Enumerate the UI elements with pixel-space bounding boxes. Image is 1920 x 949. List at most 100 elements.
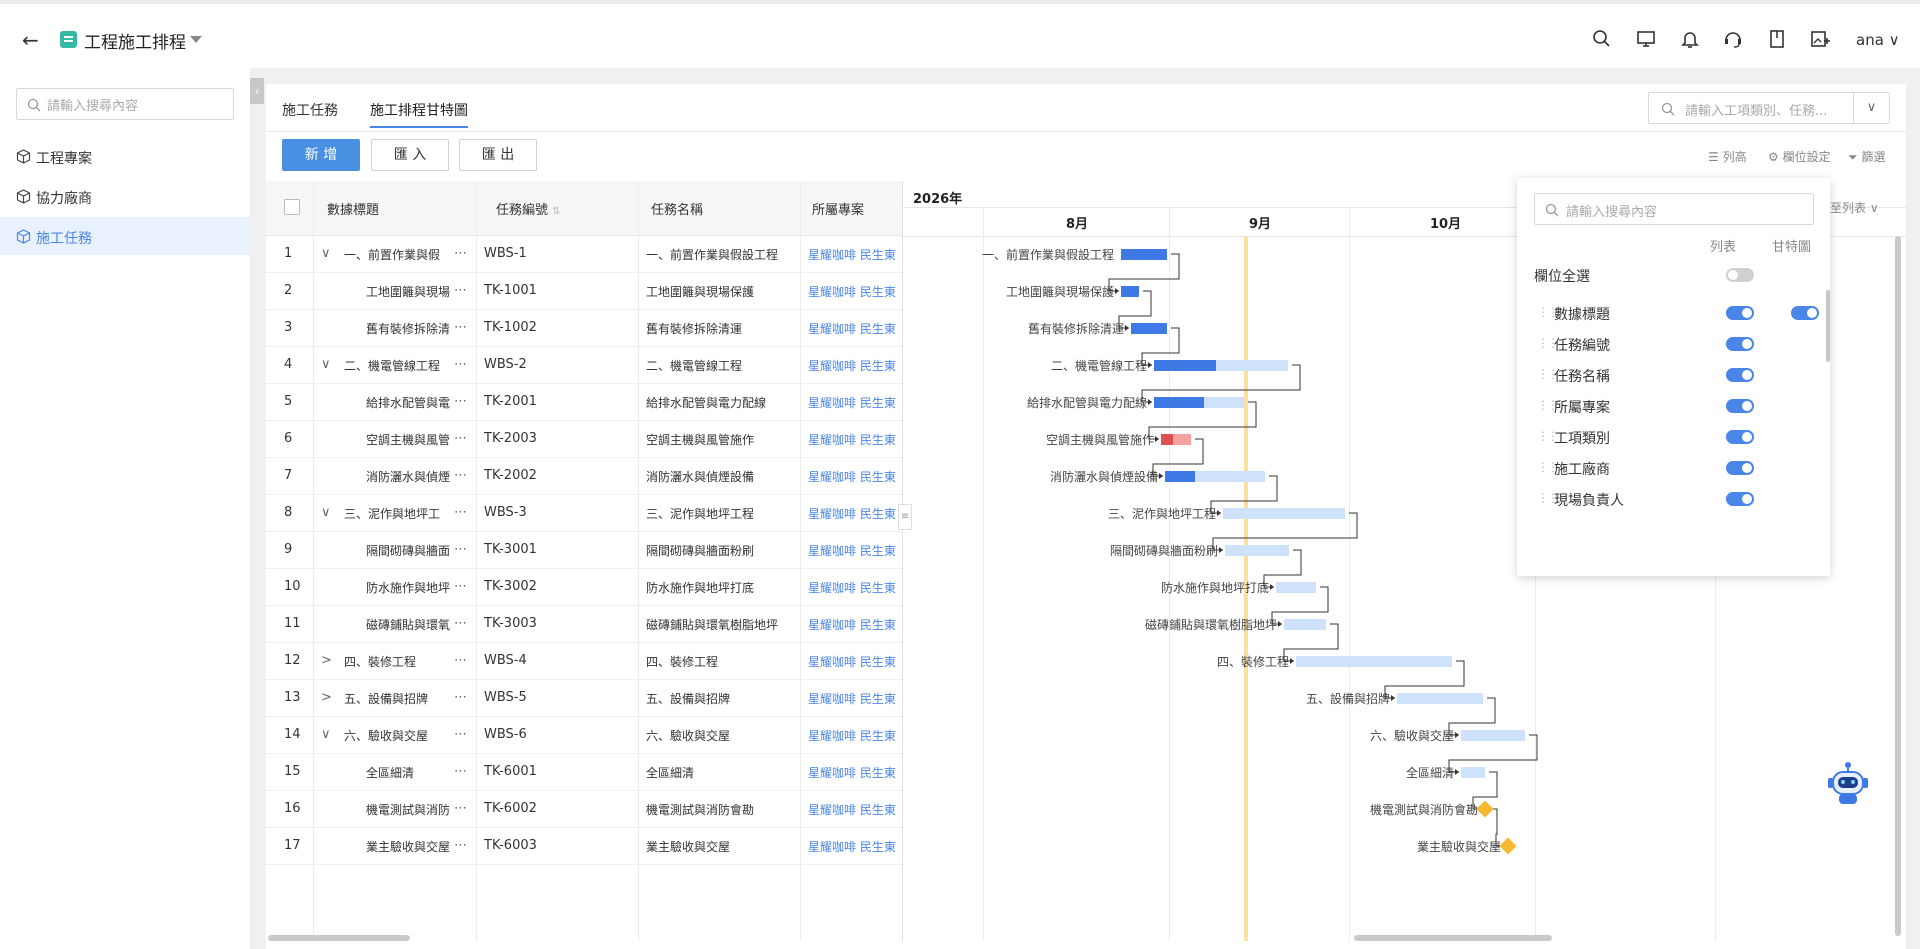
more-icon[interactable]: ⋯ (454, 838, 467, 853)
cell-project-link[interactable]: 星耀咖啡 民生東 (808, 248, 896, 262)
filter-button[interactable]: ⏷ 篩選 (1848, 148, 1885, 165)
more-icon[interactable]: ⋯ (454, 690, 467, 705)
cell-project-link[interactable]: 星耀咖啡 民生東 (808, 507, 896, 521)
select-all-checkbox[interactable] (284, 199, 300, 215)
gantt-bar[interactable] (1284, 619, 1326, 630)
tab-tasks[interactable]: 施工任務 (282, 103, 338, 119)
drag-handle-icon[interactable]: ⋮⋮ (1537, 336, 1559, 350)
more-icon[interactable]: ⋯ (454, 357, 467, 372)
more-icon[interactable]: ⋯ (454, 246, 467, 261)
cell-project-link[interactable]: 星耀咖啡 民生東 (808, 729, 896, 743)
more-icon[interactable]: ⋯ (454, 431, 467, 446)
more-icon[interactable]: ⋯ (454, 468, 467, 483)
headset-icon[interactable] (1722, 28, 1744, 50)
gantt-bar[interactable] (1154, 360, 1288, 371)
chevron-right-icon[interactable]: > (321, 690, 332, 705)
list-visibility-toggle[interactable] (1726, 368, 1754, 382)
add-button[interactable]: 新 增 (282, 139, 360, 171)
more-icon[interactable]: ⋯ (454, 801, 467, 816)
more-icon[interactable]: ⋯ (454, 542, 467, 557)
select-all-toggle[interactable] (1726, 268, 1754, 282)
drag-handle-icon[interactable]: ⋮⋮ (1537, 367, 1559, 381)
field-settings-button[interactable]: ⚙ 欄位設定 (1768, 148, 1831, 165)
gantt-bar[interactable] (1276, 582, 1316, 593)
sidebar-item-projects[interactable]: 工程專案 (0, 137, 250, 175)
drag-handle-icon[interactable]: ⋮⋮ (1537, 398, 1559, 412)
back-to-list-link[interactable]: 至列表 ∨ (1830, 201, 1879, 215)
cell-project-link[interactable]: 星耀咖啡 民生東 (808, 285, 896, 299)
cell-project-link[interactable]: 星耀咖啡 民生東 (808, 433, 896, 447)
panel-scrollbar[interactable] (1826, 290, 1830, 362)
drag-handle-icon[interactable]: ⋮⋮ (1537, 460, 1559, 474)
cell-project-link[interactable]: 星耀咖啡 民生東 (808, 581, 896, 595)
more-icon[interactable]: ⋯ (454, 283, 467, 298)
cell-project-link[interactable]: 星耀咖啡 民生東 (808, 544, 896, 558)
field-search-input[interactable]: 請輸入搜尋內容 (1534, 193, 1814, 225)
gantt-bar[interactable] (1223, 508, 1345, 519)
gantt-visibility-toggle[interactable] (1791, 306, 1819, 320)
header-code[interactable]: 任務編號 ⇅ (496, 199, 561, 218)
back-arrow-icon[interactable]: ← (22, 28, 39, 52)
tab-gantt[interactable]: 施工排程甘特圖 (370, 103, 468, 119)
header-name[interactable]: 任務名稱 (651, 203, 704, 218)
more-icon[interactable]: ⋯ (454, 394, 467, 409)
list-visibility-toggle[interactable] (1726, 399, 1754, 413)
more-icon[interactable]: ⋯ (454, 653, 467, 668)
list-visibility-toggle[interactable] (1726, 337, 1754, 351)
gantt-bar[interactable] (1296, 656, 1452, 667)
gantt-bar[interactable] (1461, 730, 1525, 741)
export-button[interactable]: 匯 出 (459, 139, 537, 171)
cell-project-link[interactable]: 星耀咖啡 民生東 (808, 766, 896, 780)
chevron-right-icon[interactable]: > (321, 653, 332, 668)
list-visibility-toggle[interactable] (1726, 461, 1754, 475)
cell-project-link[interactable]: 星耀咖啡 民生東 (808, 840, 896, 854)
image-add-icon[interactable] (1809, 28, 1831, 50)
more-icon[interactable]: ⋯ (454, 727, 467, 742)
gantt-bar[interactable] (1397, 693, 1483, 704)
more-icon[interactable]: ⋯ (454, 579, 467, 594)
assistant-robot-icon[interactable] (1826, 760, 1870, 808)
app-switch-caret-icon[interactable] (190, 36, 202, 43)
cell-project-link[interactable]: 星耀咖啡 民生東 (808, 655, 896, 669)
gantt-horizontal-scrollbar[interactable] (1354, 935, 1552, 941)
import-button[interactable]: 匯 入 (371, 139, 449, 171)
chevron-down-icon[interactable]: ∨ (321, 246, 331, 261)
drag-handle-icon[interactable]: ⋮⋮ (1537, 491, 1559, 505)
gantt-vertical-scrollbar[interactable] (1895, 236, 1901, 936)
cell-project-link[interactable]: 星耀咖啡 民生東 (808, 470, 896, 484)
bell-icon[interactable] (1679, 28, 1701, 50)
sidebar-collapse-button[interactable]: ‹ (250, 78, 264, 104)
chevron-down-icon[interactable]: ∨ (321, 505, 331, 520)
more-icon[interactable]: ⋯ (454, 320, 467, 335)
more-icon[interactable]: ⋯ (454, 764, 467, 779)
app-title[interactable]: 工程施工排程 (84, 33, 186, 53)
cell-project-link[interactable]: 星耀咖啡 民生東 (808, 322, 896, 336)
list-visibility-toggle[interactable] (1726, 430, 1754, 444)
header-title[interactable]: 數據標題 (327, 203, 380, 218)
drag-handle-icon[interactable]: ⋮⋮ (1537, 305, 1559, 319)
cell-project-link[interactable]: 星耀咖啡 民生東 (808, 396, 896, 410)
sidebar-item-tasks[interactable]: 施工任務 (0, 217, 250, 255)
row-height-button[interactable]: ☰ 列高 (1708, 148, 1747, 165)
gantt-bar[interactable] (1461, 767, 1485, 778)
task-search-input[interactable]: 請輸入工項類別、任務... ∨ (1648, 92, 1890, 124)
list-visibility-toggle[interactable] (1726, 306, 1754, 320)
monitor-icon[interactable] (1635, 28, 1657, 50)
cell-project-link[interactable]: 星耀咖啡 民生東 (808, 359, 896, 373)
header-project[interactable]: 所屬專案 (812, 203, 865, 218)
